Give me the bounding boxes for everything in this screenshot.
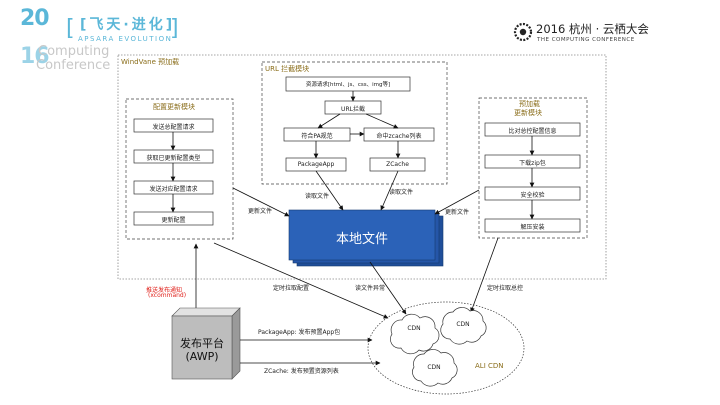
cdn-cloud <box>390 313 440 355</box>
read-file-async-label: 读文件异常 <box>355 285 386 292</box>
url-intercept-title: URL 拦截模块 <box>265 65 310 73</box>
windvane-title: WindVane 预加载 <box>121 58 180 66</box>
windvane-region <box>117 54 607 280</box>
svg-text:[: [ <box>66 16 75 41</box>
ali-cdn-title: ALI CDN <box>475 362 504 370</box>
preload-update-title-1: 预加载 <box>519 100 540 108</box>
hit-zcache-label: 命中zcache列表 <box>376 133 422 140</box>
conference-title: 2016 杭州 · 云栖大会 <box>536 22 649 36</box>
update-file-left-label: 更新文件 <box>248 208 273 215</box>
cdn-cloud <box>412 349 458 387</box>
packageapp-label: PackageApp <box>297 161 335 168</box>
local-files-label: 本地文件 <box>335 232 388 247</box>
config-step-box <box>133 118 214 133</box>
pull-config-label: 定时拉取配置 <box>273 285 310 292</box>
config-step-label: 更新配置 <box>161 217 186 224</box>
push-notify-label: 推送发布通知 <box>146 287 183 294</box>
packageapp-publish-label: PackageApp: 发布预置App包 <box>258 329 341 336</box>
conference-subtitle: THE COMPUTING CONFERENCE <box>537 37 635 43</box>
cdn-label: CDN <box>427 364 441 371</box>
preload-step-label: 解压安装 <box>520 224 545 231</box>
cdn-cloud <box>440 307 487 345</box>
logo-year-top: 20 <box>20 6 50 31</box>
local-files-box <box>288 209 436 261</box>
ali-cdn-region <box>367 301 525 395</box>
cdn-label: CDN <box>456 321 470 328</box>
url-node-box <box>285 76 411 92</box>
preload-step-label: 安全校验 <box>520 192 545 199</box>
logo-sub-computing: Computing <box>38 44 110 59</box>
push-notify-sublabel: (xcommand) <box>148 292 187 299</box>
publish-platform-label: 发布平台 <box>180 337 224 350</box>
pull-master-label: 定时拉取总控 <box>487 285 524 292</box>
preload-update-title-2: 更新模块 <box>514 109 542 117</box>
conference-logo-icon <box>513 22 533 42</box>
zcache-publish-label: ZCache: 发布预置资源列表 <box>264 368 339 375</box>
publish-platform-box <box>171 315 233 380</box>
update-file-right-label: 更新文件 <box>445 209 470 216</box>
logo-year-bottom: 16 <box>20 44 50 69</box>
read-file-left-label: 读取文件 <box>305 193 330 200</box>
svg-text:]: ] <box>170 16 179 41</box>
config-update-title: 配置更新模块 <box>153 103 195 111</box>
publish-platform-sublabel: (AWP) <box>185 350 219 363</box>
cdn-label: CDN <box>407 325 421 332</box>
config-update-region <box>125 98 234 240</box>
url-intercept-node-label: URL拦截 <box>341 106 365 113</box>
read-file-right-label: 读取文件 <box>389 189 414 196</box>
preload-step-box <box>484 122 581 137</box>
preload-step-label: 下载zip包 <box>519 160 546 167</box>
logo-sub-conference: Conference <box>36 58 111 73</box>
preload-step-label: 比对总控配置信息 <box>508 128 557 135</box>
url-intercept-region <box>261 61 448 185</box>
zcache-label: ZCache <box>386 161 409 168</box>
resource-request-label: 资源请求[html、js、css、img等] <box>305 82 391 88</box>
logo-english: APSARA EVOLUTION <box>78 35 173 43</box>
match-pa-label: 符合PA规范 <box>301 133 333 140</box>
preload-update-region <box>478 97 588 239</box>
config-step-label: 发送对应配置请求 <box>149 186 198 193</box>
url-node-box <box>283 127 351 142</box>
logo-chinese: [飞天·进化] <box>80 17 176 33</box>
config-step-label: 发送总配置请求 <box>152 124 195 131</box>
config-step-label: 获取已更新配置类型 <box>146 155 201 162</box>
